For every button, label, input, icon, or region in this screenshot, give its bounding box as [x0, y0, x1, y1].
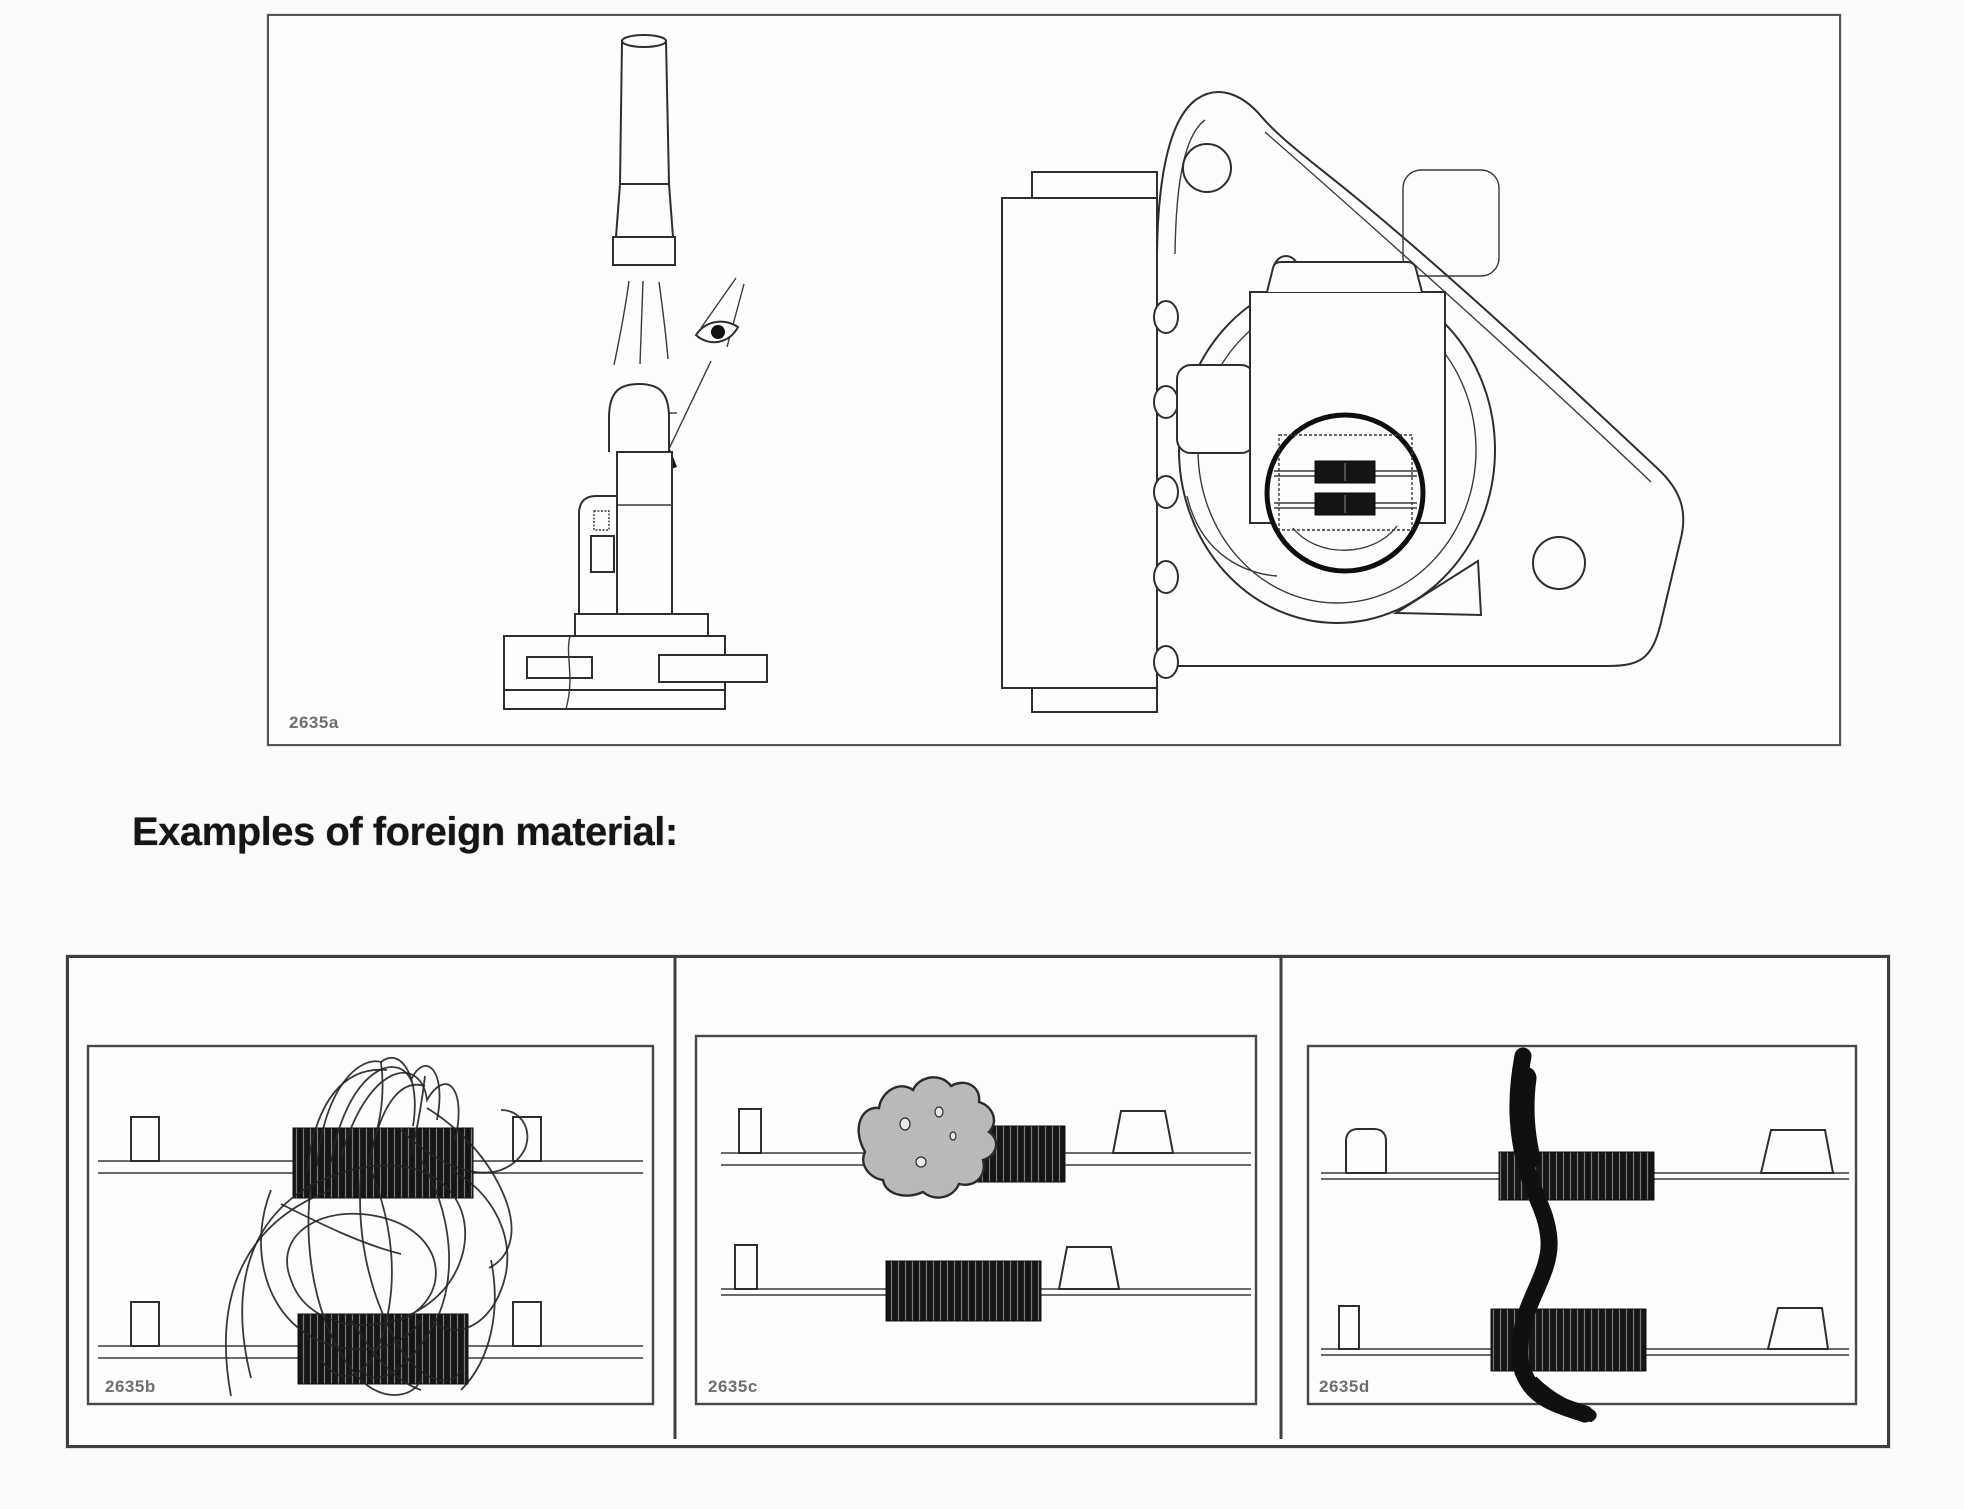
- flange-hole-bottom: [1532, 536, 1586, 590]
- wire-stop: [1766, 1307, 1830, 1350]
- section-heading: Examples of foreign material:: [132, 810, 678, 854]
- maf-housing: [1001, 91, 1685, 713]
- figure-label: 2635c: [708, 1377, 758, 1396]
- debris-clump: [857, 1076, 998, 1199]
- housing-body: [1001, 197, 1158, 689]
- tangled-fibers: [225, 1056, 529, 1397]
- wire-stop: [1759, 1129, 1835, 1174]
- wire-assembly-upper: [1321, 1128, 1849, 1201]
- hot-wire-element: [297, 1313, 469, 1385]
- hot-wire-element: [292, 1127, 474, 1199]
- inspection-diagram: 2635a: [289, 34, 1685, 732]
- hot-wire-element: [885, 1260, 1042, 1322]
- wire-assembly-lower: [721, 1244, 1251, 1322]
- foreign-material-examples: 2635b 26: [86, 958, 1858, 1439]
- wire-stop: [1057, 1246, 1121, 1290]
- eye-icon: [694, 277, 745, 348]
- twig-debris: [1509, 1047, 1597, 1423]
- flange-hole-top: [1182, 143, 1232, 193]
- figure-label: 2635a: [289, 713, 339, 732]
- hot-wire-elements: [1274, 460, 1417, 516]
- figure-panel-inspection: 2635a: [267, 14, 1841, 746]
- figure-label: 2635b: [105, 1377, 156, 1396]
- example-twig: 2635d: [1306, 1044, 1858, 1423]
- wire-assembly-upper: [721, 1076, 1251, 1199]
- sensor-probe: [503, 382, 768, 710]
- flashlight-icon: [612, 34, 676, 266]
- figure-label: 2635d: [1319, 1377, 1370, 1396]
- example-fibers: 2635b: [86, 1044, 655, 1406]
- light-rays: [613, 280, 669, 366]
- example-debris: 2635c: [694, 1034, 1258, 1406]
- wire-stop: [1111, 1110, 1175, 1154]
- examples-panel-row: 2635b 26: [66, 955, 1890, 1448]
